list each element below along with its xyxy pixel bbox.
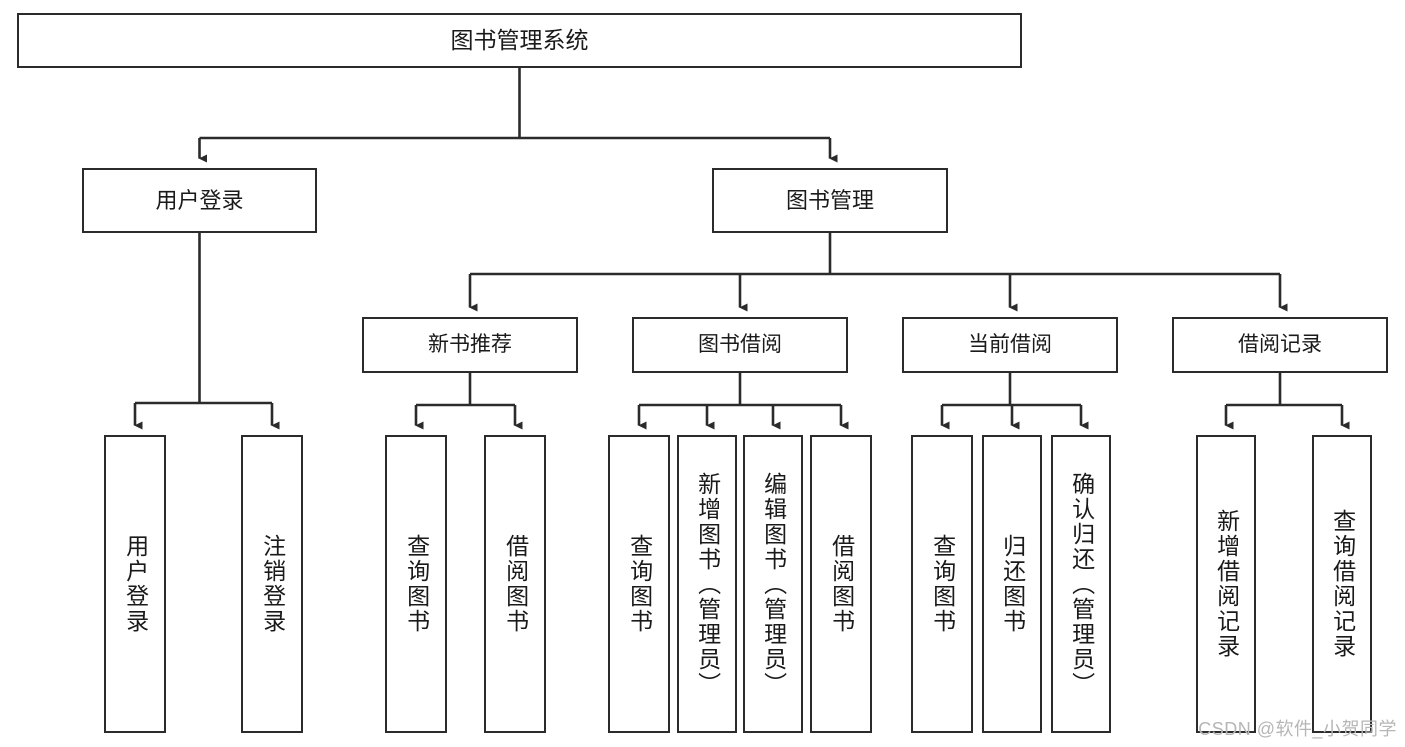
leaf-logout[interactable]: 注销登录 <box>241 435 303 733</box>
node-root-system[interactable]: 图书管理系统 <box>17 13 1022 68</box>
node-label: 借阅图书 <box>828 534 855 634</box>
node-label: 新书推荐 <box>428 332 512 356</box>
node-label: 注销登录 <box>259 534 286 634</box>
leaf-add-book-admin[interactable]: 新增图书（管理员） <box>677 435 737 733</box>
node-label: 图书管理系统 <box>450 26 589 53</box>
node-borrow-record[interactable]: 借阅记录 <box>1172 317 1388 373</box>
node-book-management[interactable]: 图书管理 <box>712 168 948 233</box>
leaf-query-books-recommend[interactable]: 查询图书 <box>385 435 447 733</box>
node-label: 新增借阅记录 <box>1213 509 1240 659</box>
node-current-borrow[interactable]: 当前借阅 <box>902 317 1118 373</box>
node-label: 当前借阅 <box>968 332 1052 356</box>
node-label: 查询图书 <box>626 534 653 634</box>
node-label: 图书借阅 <box>698 332 782 356</box>
node-label: 图书管理 <box>785 187 874 213</box>
node-label: 查询借阅记录 <box>1329 509 1356 659</box>
leaf-return-books[interactable]: 归还图书 <box>982 435 1042 733</box>
leaf-confirm-return-admin[interactable]: 确认归还（管理员） <box>1051 435 1111 733</box>
node-label: 用户登录 <box>122 534 149 634</box>
leaf-borrow-books[interactable]: 借阅图书 <box>810 435 872 733</box>
node-user-login[interactable]: 用户登录 <box>82 168 317 233</box>
leaf-borrow-books-recommend[interactable]: 借阅图书 <box>484 435 546 733</box>
node-label: 归还图书 <box>999 534 1026 634</box>
node-new-book-recommend[interactable]: 新书推荐 <box>362 317 578 373</box>
leaf-edit-book-admin[interactable]: 编辑图书（管理员） <box>743 435 803 733</box>
node-label: 查询图书 <box>403 534 430 634</box>
connector-group <box>133 68 1350 430</box>
leaf-add-borrow-record[interactable]: 新增借阅记录 <box>1196 435 1256 733</box>
node-label: 确认归还（管理员） <box>1068 471 1095 697</box>
node-book-borrow[interactable]: 图书借阅 <box>632 317 848 373</box>
node-label: 编辑图书（管理员） <box>760 471 787 697</box>
node-label: 新增图书（管理员） <box>694 471 721 697</box>
leaf-query-books-current[interactable]: 查询图书 <box>911 435 973 733</box>
leaf-user-login[interactable]: 用户登录 <box>104 435 166 733</box>
node-label: 借阅记录 <box>1238 332 1322 356</box>
leaf-query-books-borrow[interactable]: 查询图书 <box>608 435 670 733</box>
node-label: 查询图书 <box>929 534 956 634</box>
node-label: 借阅图书 <box>502 534 529 634</box>
leaf-query-borrow-record[interactable]: 查询借阅记录 <box>1312 435 1372 733</box>
node-label: 用户登录 <box>155 187 244 213</box>
